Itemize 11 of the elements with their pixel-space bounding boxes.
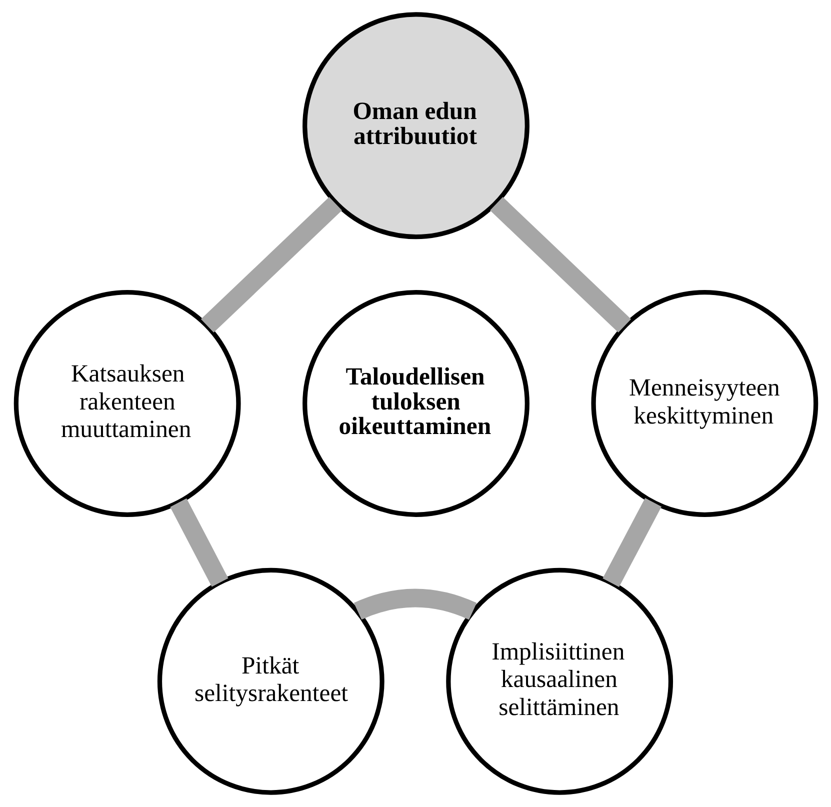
connector	[200, 197, 342, 333]
connector	[602, 498, 661, 588]
node-circle: Taloudellisen tuloksen oikeuttaminen	[302, 290, 529, 517]
connector	[170, 498, 228, 587]
connector	[490, 197, 631, 333]
node-circle: Katsauksen rakenteen muuttaminen	[13, 290, 240, 517]
connector	[354, 588, 476, 620]
node-circle: Oman edun attribuutiot	[302, 12, 529, 240]
node-circle: Menneisyyteen keskittyminen	[590, 290, 818, 517]
node-circle: Implisiittinen kausaalinen selittäminen	[446, 568, 673, 795]
node-circle: Pitkät selitysrakenteet	[156, 568, 384, 795]
